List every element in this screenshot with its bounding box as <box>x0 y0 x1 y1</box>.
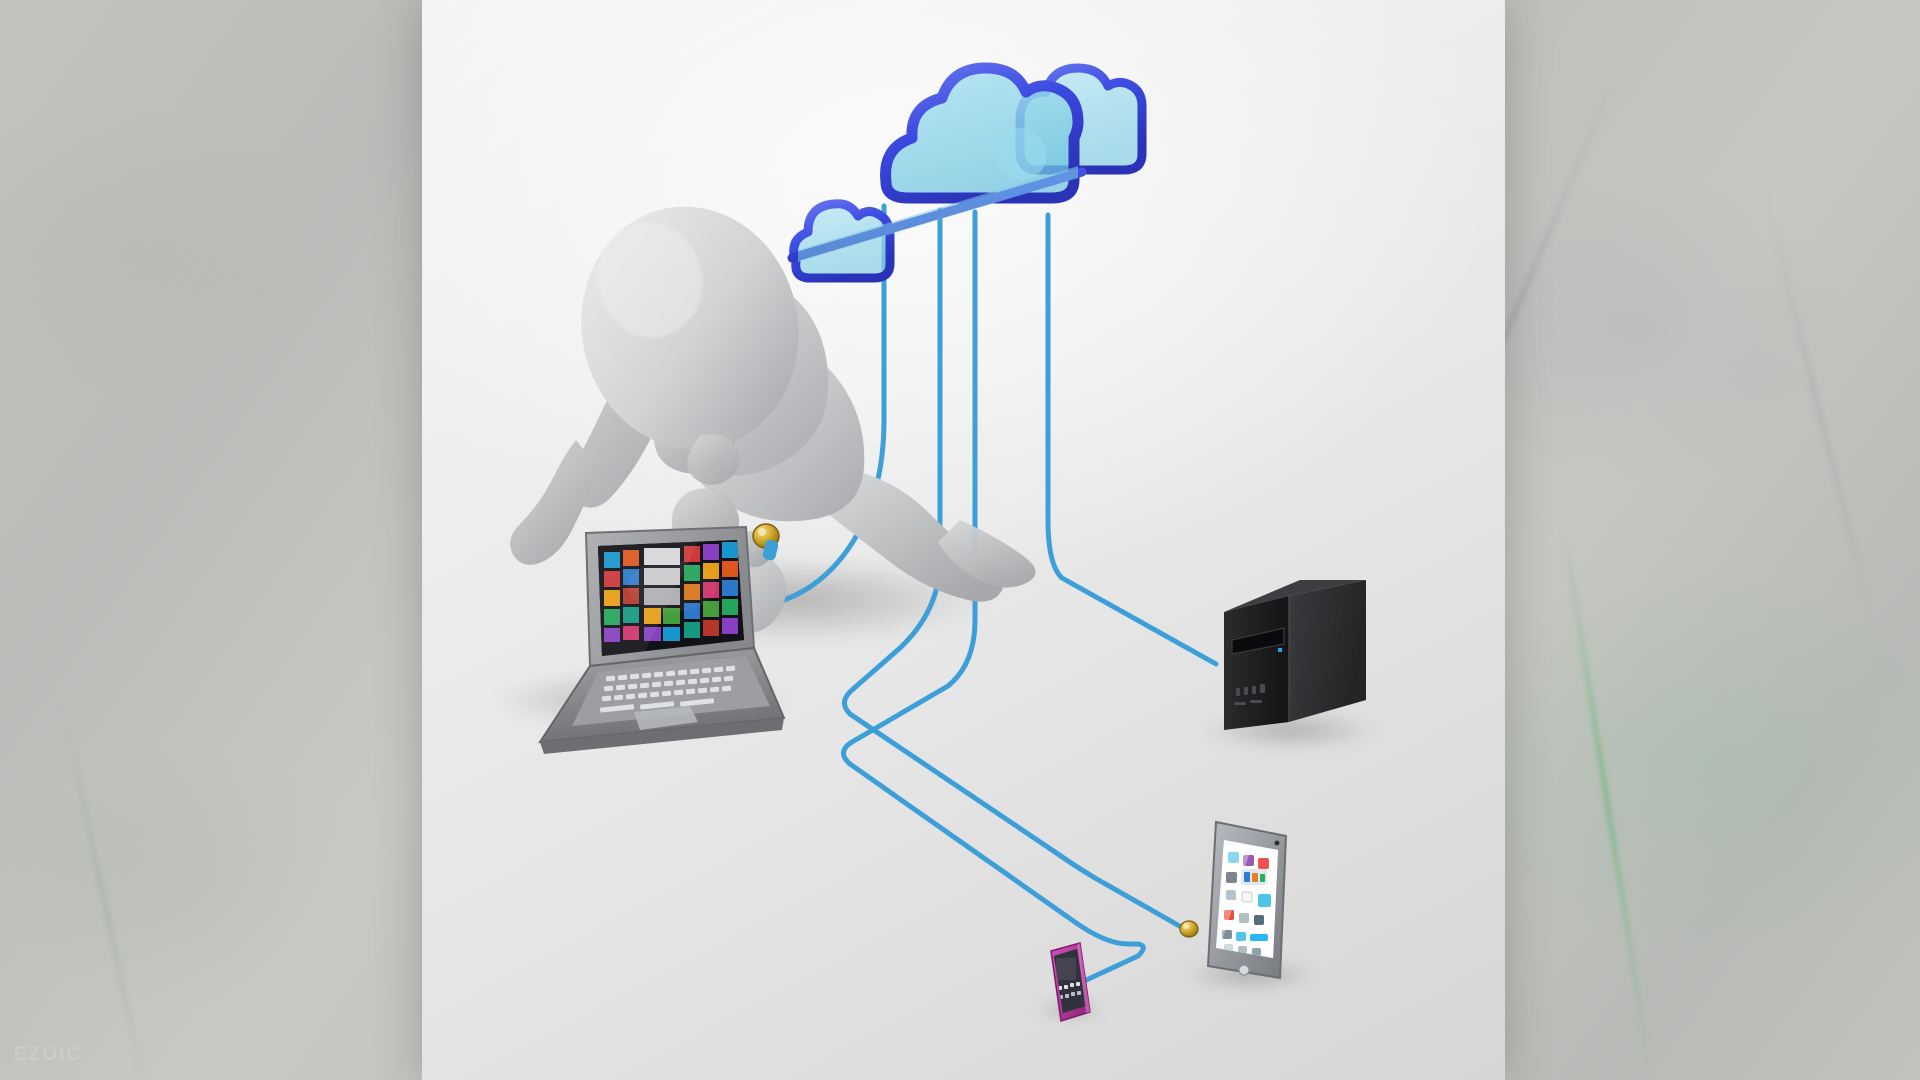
cloud-base-fill <box>798 166 1078 262</box>
tower-optical-drive[interactable] <box>1231 627 1285 655</box>
tower-power-led <box>1278 648 1282 652</box>
figure-foot <box>938 520 1036 588</box>
cable-to-tower <box>1045 212 1219 667</box>
cloud-cluster <box>787 62 1147 283</box>
tower-front-face <box>1224 596 1289 730</box>
laptop-screen-tiles <box>598 540 744 656</box>
tower-front-ports[interactable] <box>1234 684 1265 705</box>
cable-connector-hand <box>752 523 780 561</box>
cable-bundle <box>697 203 1219 985</box>
tablet-camera <box>1274 840 1280 846</box>
watermark-text: EZOIC <box>14 1044 83 1065</box>
smartphone[interactable] <box>1050 942 1091 1022</box>
tablet-home-button[interactable] <box>1238 964 1250 976</box>
figure-leg-back <box>828 470 1005 602</box>
cloud-main-center <box>880 62 1084 204</box>
cable-to-phone <box>841 209 1146 985</box>
desktop-tower[interactable] <box>1224 580 1366 730</box>
tablet[interactable] <box>1206 820 1288 980</box>
figure-forearm <box>510 440 600 565</box>
figure-chin <box>687 434 740 485</box>
laptop-trackpad[interactable] <box>634 706 698 730</box>
tower-side-face <box>1289 580 1366 722</box>
laptop-keys <box>599 665 736 713</box>
laptop-front-edge <box>540 718 784 754</box>
tablet-app-icons <box>1222 846 1278 958</box>
cable-connector-tablet <box>1179 920 1199 938</box>
laptop[interactable] <box>538 525 786 754</box>
tower-top-face <box>1224 580 1366 612</box>
cable-to-tablet <box>842 207 1186 931</box>
figure-head-highlight <box>597 222 703 338</box>
